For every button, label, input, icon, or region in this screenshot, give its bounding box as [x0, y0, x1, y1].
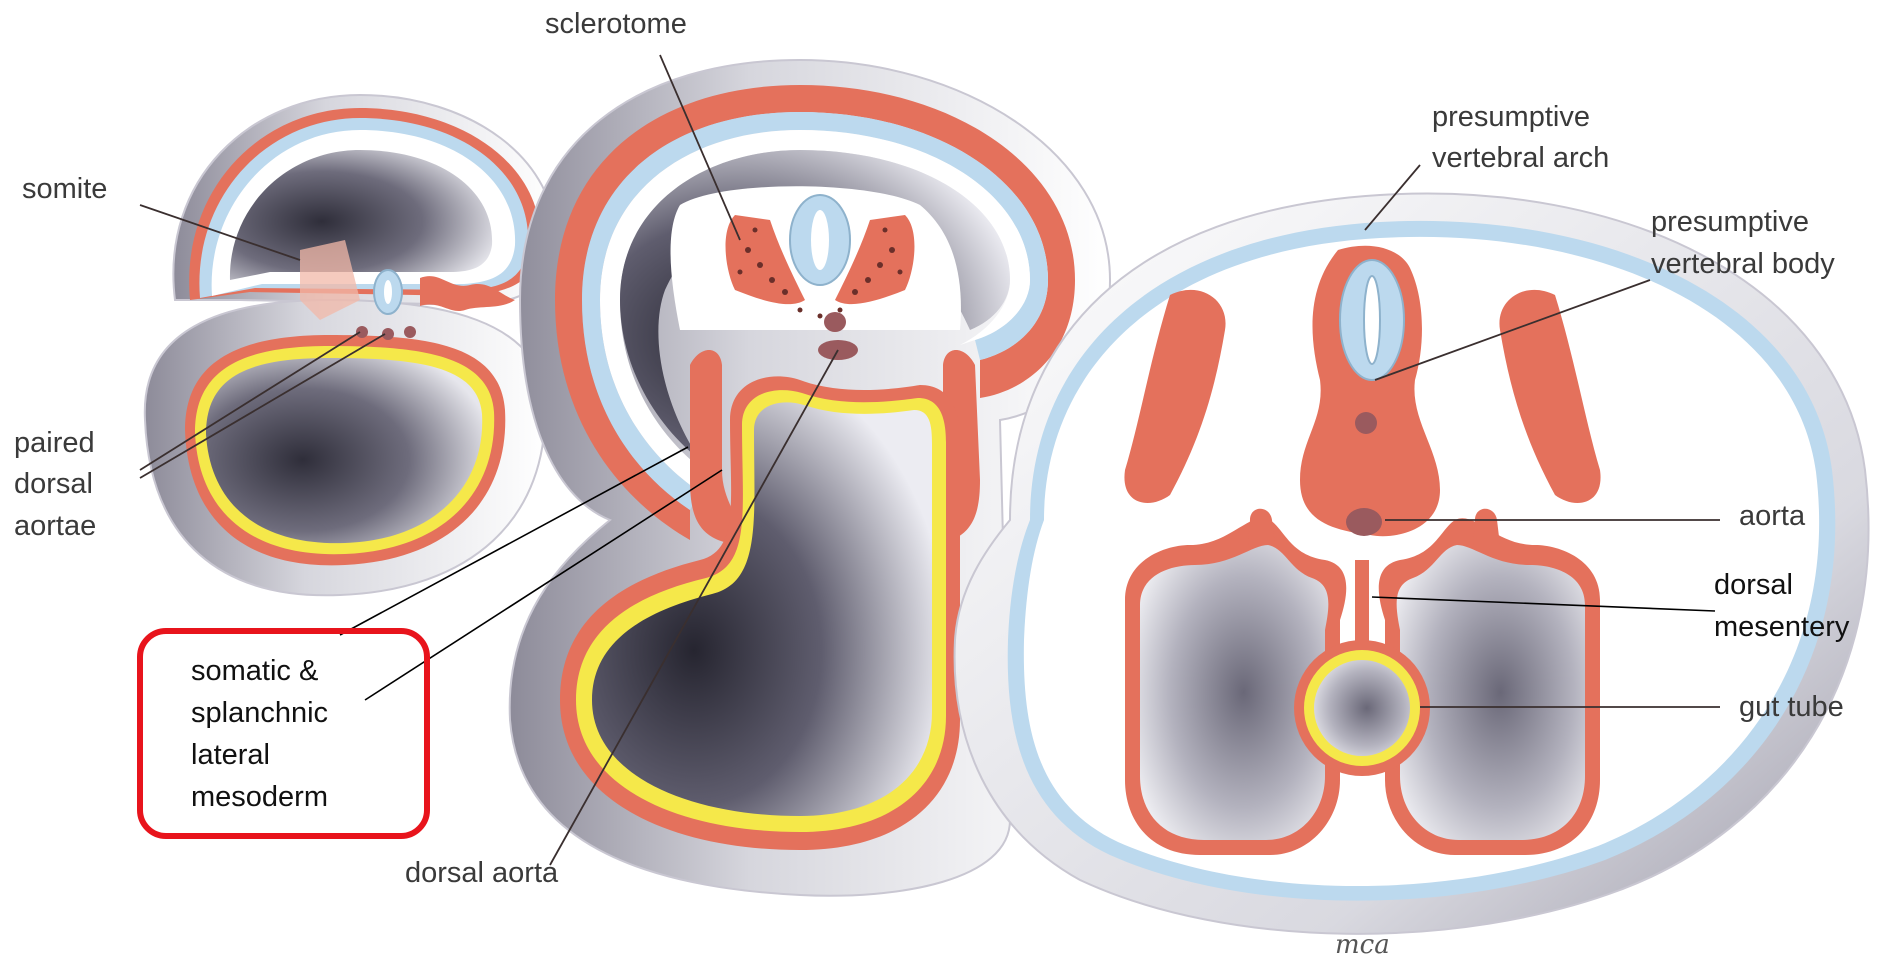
label-aorta: aorta: [1739, 500, 1806, 532]
label-lateral-mesoderm-line-2: splanchnic: [191, 697, 328, 729]
label-gut-tube: gut tube: [1739, 691, 1844, 723]
label-lateral-mesoderm-line-4: mesoderm: [191, 781, 328, 813]
label-dorsal-aorta: dorsal aorta: [405, 857, 559, 889]
label-paired-line-3: aortae: [14, 510, 96, 542]
label-paired-line-2: dorsal: [14, 468, 93, 500]
artist-signature: mca: [1335, 930, 1390, 960]
embryo-early-stage: [145, 95, 555, 595]
label-somite: somite: [22, 173, 107, 205]
label-lateral-mesoderm-line-1: somatic &: [191, 655, 318, 687]
label-dorsal-mesentery-line-1: dorsal: [1714, 569, 1793, 601]
label-sclerotome: sclerotome: [545, 8, 687, 40]
label-paired-line-1: paired: [14, 427, 95, 459]
embryo-late-stage: [955, 194, 1869, 934]
label-lateral-mesoderm-line-3: lateral: [191, 739, 270, 771]
label-vertebral-arch-line-1: presumptive: [1432, 101, 1590, 133]
label-vertebral-body-line-2: vertebral body: [1651, 248, 1835, 280]
label-vertebral-body-line-1: presumptive: [1651, 206, 1809, 238]
label-vertebral-arch-line-2: vertebral arch: [1432, 142, 1609, 174]
label-dorsal-mesentery-line-2: mesentery: [1714, 611, 1850, 643]
